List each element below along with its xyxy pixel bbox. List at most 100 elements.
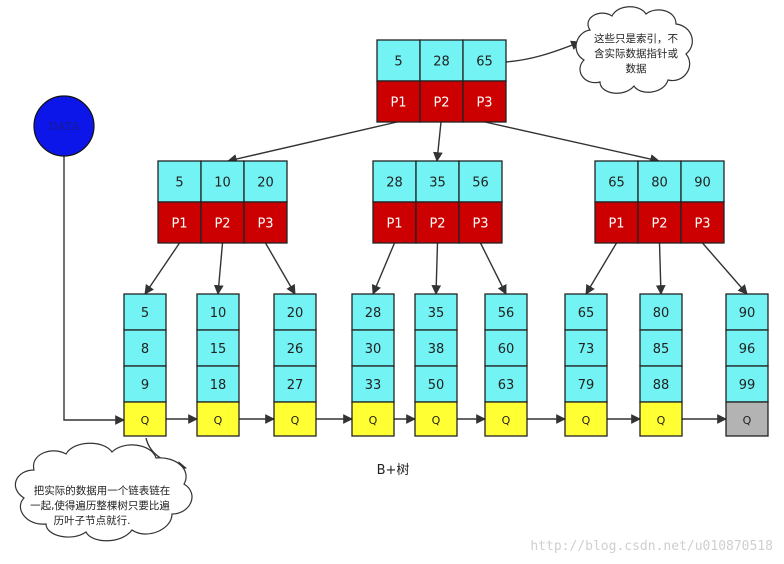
edge-data-to-first-leaf bbox=[63, 156, 125, 425]
leaf-2-key-2-box bbox=[196, 329, 240, 367]
internal-node-1-pointer-1-box bbox=[157, 201, 202, 244]
leaf-5-key-3: 50 bbox=[428, 378, 445, 393]
leaf-1-link-box bbox=[123, 401, 167, 437]
data-node: DATA bbox=[33, 95, 95, 157]
leaf-8-key-1-box bbox=[639, 293, 683, 331]
leaf-8-link: Q bbox=[657, 414, 666, 427]
leaf-8-link-box bbox=[639, 401, 683, 437]
internal-node-3-pointer-3-box bbox=[680, 201, 725, 244]
root-node-pointer-3: P3 bbox=[476, 96, 492, 111]
internal-node-1-key-1-box bbox=[157, 160, 202, 203]
leaf-5-link-box bbox=[414, 401, 458, 437]
watermark: http://blog.csdn.net/u010870518 bbox=[530, 539, 773, 554]
internal-node-3-pointer-3: P3 bbox=[694, 217, 710, 232]
leaf-9-key-2: 96 bbox=[739, 342, 756, 357]
leaf-6-link: Q bbox=[502, 414, 511, 427]
leaf-3-key-2-box bbox=[273, 329, 317, 367]
internal-node-3-key-2: 80 bbox=[651, 176, 668, 191]
leaf-9-key-3: 99 bbox=[739, 378, 756, 393]
root-node-key-1: 5 bbox=[394, 55, 402, 70]
leaf-7-link: Q bbox=[582, 414, 591, 427]
leaf-7-key-3-box bbox=[564, 365, 608, 403]
leaf-3-key-1-box bbox=[273, 293, 317, 331]
internal-node-3-key-1: 65 bbox=[608, 176, 625, 191]
leaf-9-key-2-box bbox=[725, 329, 769, 367]
leaf-4-key-3: 33 bbox=[365, 378, 382, 393]
note-bottom-cloud: 把实际的数据用一个链表链在 一起,使得遍历整棵树只要比遍 历叶子节点就行. bbox=[14, 442, 193, 542]
leaf-9-link-box bbox=[725, 401, 769, 437]
leaf-8-key-2: 85 bbox=[653, 342, 670, 357]
leaf-8-key-1: 80 bbox=[653, 306, 670, 321]
internal-node-3-key-3: 90 bbox=[694, 176, 711, 191]
internal-node-2-pointer-2-box bbox=[415, 201, 460, 244]
root-node-pointer-2-box bbox=[419, 80, 464, 123]
leaf-8-key-3-box bbox=[639, 365, 683, 403]
leaf-4-link: Q bbox=[369, 414, 378, 427]
internal-node-1-key-1: 5 bbox=[175, 176, 183, 191]
internal-node-2-key-1: 28 bbox=[386, 176, 403, 191]
leaf-6-key-2-box bbox=[484, 329, 528, 367]
leaf-6-key-2: 60 bbox=[498, 342, 515, 357]
leaf-5-key-1-box bbox=[414, 293, 458, 331]
leaf-3-key-2: 26 bbox=[287, 342, 304, 357]
leaf-4-key-2: 30 bbox=[365, 342, 382, 357]
internal-node-2-pointer-3: P3 bbox=[472, 217, 488, 232]
leaf-1-key-1: 5 bbox=[141, 306, 149, 321]
edge-internal-1-p3 bbox=[264, 242, 296, 295]
internal-node-1-pointer-3-box bbox=[243, 201, 288, 244]
leaf-3-key-1: 20 bbox=[287, 306, 304, 321]
note-top-line-2: 含实际数据指针或 bbox=[594, 47, 678, 60]
leaf-node-4: 28 30 33Q bbox=[351, 293, 395, 437]
leaf-4-link-box bbox=[351, 401, 395, 437]
leaf-5-link: Q bbox=[432, 414, 441, 427]
edge-internal-2-p3 bbox=[479, 242, 507, 295]
leaf-7-key-1-box bbox=[564, 293, 608, 331]
root-node-pointer-2: P2 bbox=[433, 96, 449, 111]
data-node-label: DATA bbox=[49, 120, 81, 133]
internal-node-2-key-2: 35 bbox=[429, 176, 446, 191]
edge-internal-3-p1 bbox=[585, 242, 618, 295]
leaf-7-link-box bbox=[564, 401, 608, 437]
leaf-9-key-3-box bbox=[725, 365, 769, 403]
leaf-5-key-2: 38 bbox=[428, 342, 445, 357]
note-bottom-line-2: 一起,使得遍历整棵树只要比遍 bbox=[30, 499, 170, 512]
root-node-pointer-3-box bbox=[462, 80, 507, 123]
internal-node-1-key-3-box bbox=[243, 160, 288, 203]
internal-node-2-pointer-1: P1 bbox=[386, 217, 402, 232]
leaf-9-link: Q bbox=[743, 414, 752, 427]
edge-internal-1-p2 bbox=[213, 242, 224, 295]
leaf-6-key-3-box bbox=[484, 365, 528, 403]
leaf-2-link-box bbox=[196, 401, 240, 437]
internal-node-2-pointer-1-box bbox=[372, 201, 417, 244]
root-node-key-3-box bbox=[462, 39, 507, 82]
leaf-2-link: Q bbox=[214, 414, 223, 427]
root-node-key-3: 65 bbox=[476, 55, 493, 70]
note-top-cloud: 这些只是索引，不 含实际数据指针或 数据 bbox=[575, 6, 693, 94]
leaf-3-link: Q bbox=[291, 414, 300, 427]
leaf-4-key-1: 28 bbox=[365, 306, 382, 321]
leaf-8-key-2-box bbox=[639, 329, 683, 367]
leaf-1-link: Q bbox=[141, 414, 150, 427]
edge-internal-3-p3 bbox=[701, 242, 748, 295]
edge-internal-2-p1 bbox=[371, 242, 396, 295]
internal-node-1-key-3: 20 bbox=[257, 176, 274, 191]
leaf-1-key-1-box bbox=[123, 293, 167, 331]
leaf-3-key-3-box bbox=[273, 365, 317, 403]
internal-node-2-pointer-2: P2 bbox=[429, 217, 445, 232]
edge-root-p1 bbox=[227, 121, 398, 164]
leaf-6-key-1-box bbox=[484, 293, 528, 331]
internal-node-3-pointer-2-box bbox=[637, 201, 682, 244]
leaf-7-key-1: 65 bbox=[578, 306, 595, 321]
internal-node-1-key-2: 10 bbox=[214, 176, 231, 191]
leaf-6-link-box bbox=[484, 401, 528, 437]
diagram-caption: B+树 bbox=[377, 463, 410, 478]
note-bottom-line-1: 把实际的数据用一个链表链在 bbox=[34, 484, 171, 497]
